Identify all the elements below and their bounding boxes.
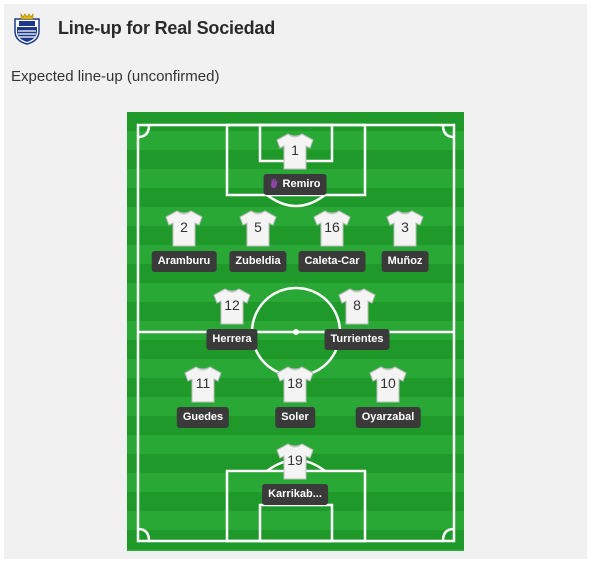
player-name-tag[interactable]: Herrera <box>206 329 258 350</box>
player-name: Muñoz <box>387 255 423 267</box>
shirt-number: 3 <box>401 219 409 235</box>
jersey-icon <box>369 366 407 403</box>
jersey-icon <box>276 133 314 170</box>
player-name: Caleta-Car <box>304 255 360 267</box>
jersey-icon <box>213 288 251 325</box>
lineup-card: Line-up for Real Sociedad Expected line-… <box>4 4 587 559</box>
shirt-number: 5 <box>254 219 262 235</box>
player-name-tag[interactable]: Turrientes <box>324 329 390 350</box>
player-name: Soler <box>281 411 309 423</box>
player-name-tag[interactable]: Oyarzabal <box>355 407 421 428</box>
jersey-icon <box>313 210 351 247</box>
player-name-tag[interactable]: Muñoz <box>381 251 429 272</box>
player-name-tag[interactable]: Remiro <box>263 174 327 195</box>
shirt-number: 8 <box>353 297 361 313</box>
player-name: Oyarzabal <box>361 411 415 423</box>
jersey-icon <box>338 288 376 325</box>
shirt-number: 11 <box>195 375 211 391</box>
jersey-icon <box>239 210 277 247</box>
shirt-number: 1 <box>291 142 299 158</box>
shirt-number: 18 <box>287 375 303 391</box>
real-sociedad-crest-icon <box>14 13 40 45</box>
shirt-number: 12 <box>224 297 240 313</box>
player-name: Aramburu <box>157 255 211 267</box>
player-name: Zubeldia <box>235 255 281 267</box>
jersey-icon <box>386 210 424 247</box>
jersey-icon <box>165 210 203 247</box>
shirt-number: 19 <box>287 452 303 468</box>
goalkeeper-glove-icon <box>271 178 278 188</box>
shirt-number: 2 <box>180 219 188 235</box>
lineup-header: Line-up for Real Sociedad <box>4 4 587 52</box>
player-name: Karrikab... <box>268 488 322 500</box>
jersey-icon <box>184 366 222 403</box>
player-name: Turrientes <box>330 333 384 345</box>
player-name-tag[interactable]: Soler <box>275 407 315 428</box>
page-title: Line-up for Real Sociedad <box>58 18 276 38</box>
player-name: Guedes <box>182 411 224 423</box>
player-name-tag[interactable]: Karrikab... <box>262 484 328 505</box>
player-name-tag[interactable]: Guedes <box>176 407 230 428</box>
lineup-status-text: Expected line-up (unconfirmed) <box>11 68 220 85</box>
player-name: Herrera <box>212 333 252 345</box>
player-name-tag[interactable]: Zubeldia <box>229 251 287 272</box>
jersey-icon <box>276 443 314 480</box>
shirt-number: 16 <box>324 219 340 235</box>
player-name-tag[interactable]: Caleta-Car <box>298 251 366 272</box>
shirt-number: 10 <box>380 375 396 391</box>
jersey-icon <box>276 366 314 403</box>
player-name: Remiro <box>282 178 321 190</box>
player-name-tag[interactable]: Aramburu <box>151 251 217 272</box>
